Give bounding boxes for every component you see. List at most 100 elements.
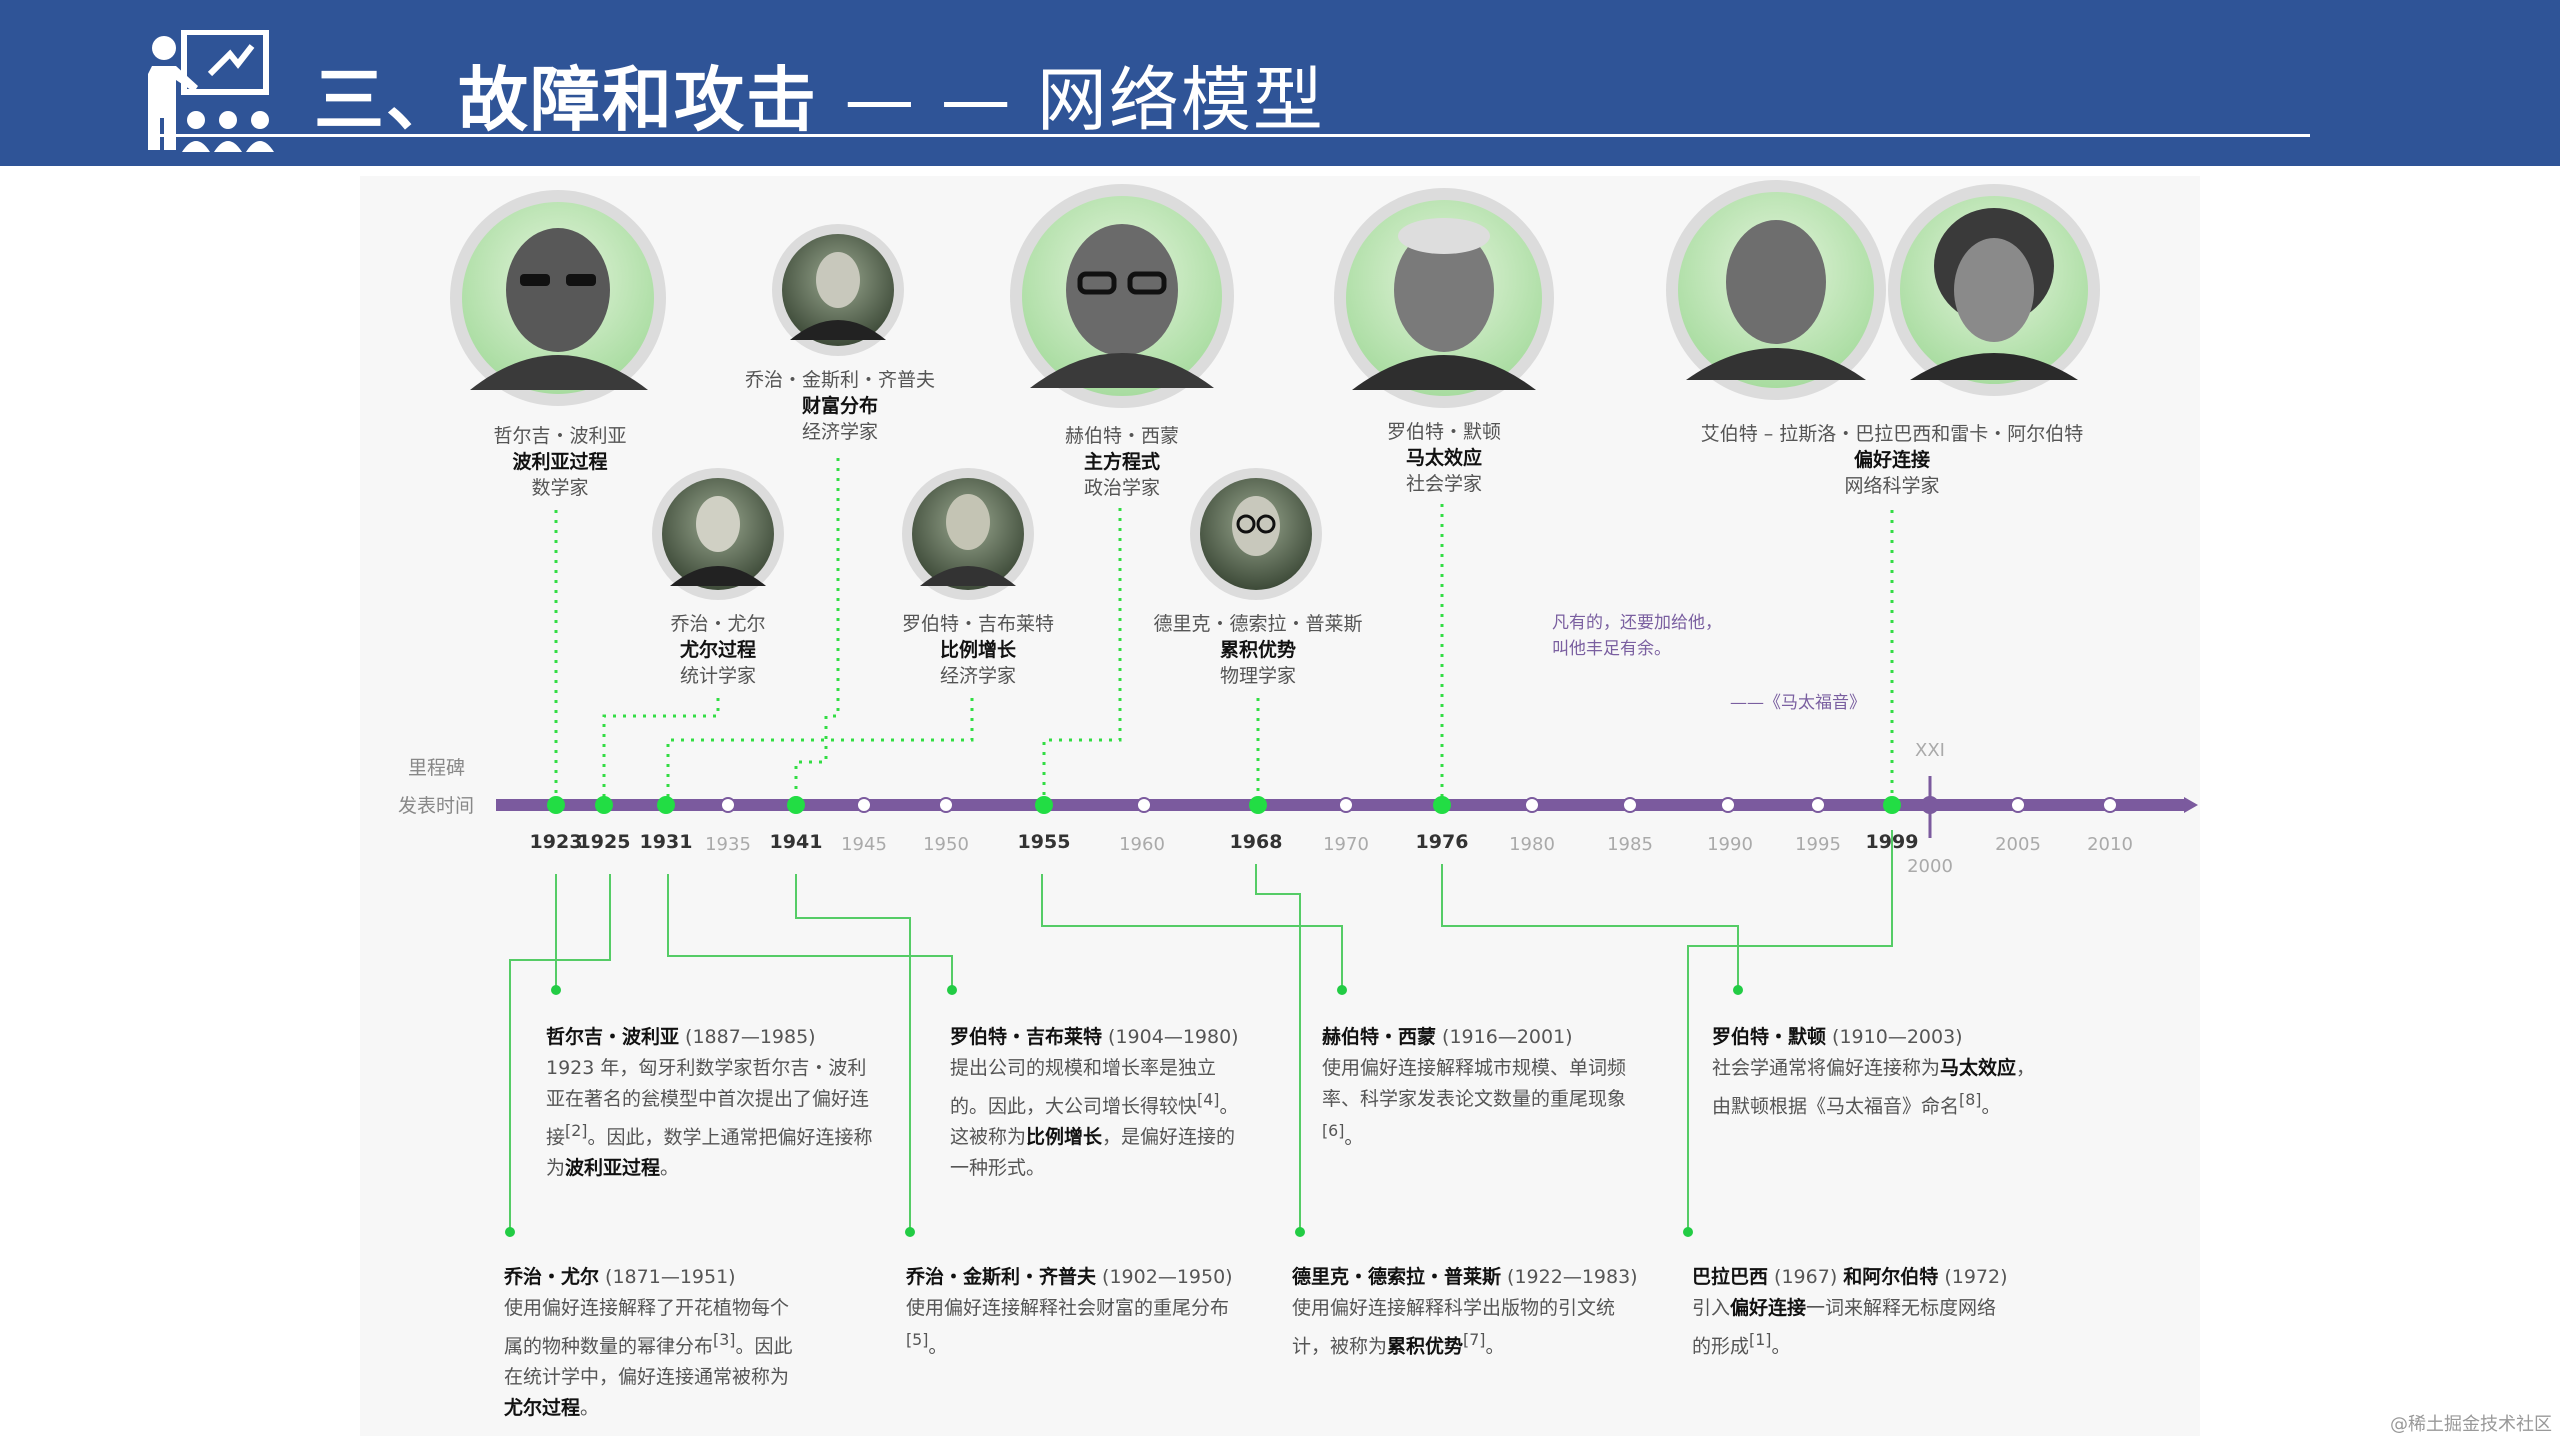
desc-key: 偏好连接	[1730, 1297, 1807, 1319]
desc-zipf: 乔治・金斯利・齐普夫 (1902—1950) 使用偏好连接解释社会财富的重尾分布…	[906, 1262, 1236, 1362]
desc-end: 。	[1981, 1095, 2001, 1118]
desc-end: 。	[1485, 1335, 1505, 1358]
desc-ref: [5]	[906, 1330, 929, 1349]
major-year-dots	[547, 796, 1901, 814]
year-label: 1995	[1795, 834, 1841, 855]
caption-role: 经济学家	[940, 665, 1016, 687]
portrait-yule	[652, 468, 784, 600]
desc-body: 使用偏好连接解释科学出版物的引文统计，被称为	[1292, 1297, 1616, 1358]
caption-title: 财富分布	[802, 394, 878, 417]
desc-ref: [4]	[1197, 1090, 1220, 1109]
caption-title: 马太效应	[1406, 446, 1482, 469]
year-label: 1935	[705, 834, 751, 855]
desc-simon: 赫伯特・西蒙 (1916—2001) 使用偏好连接解释城市规模、单词频率、科学家…	[1322, 1022, 1662, 1153]
desc-body2: 。这被称为	[950, 1095, 1239, 1149]
year-label: 1945	[841, 834, 887, 855]
dot-1923	[547, 796, 565, 814]
portrait-zipf	[772, 224, 904, 356]
year-label: 1941	[770, 831, 823, 853]
lower-connector-merton	[1441, 864, 1739, 990]
desc-body: 提出公司的规模和增长率是独立的。因此，大公司增长得较快	[950, 1057, 1217, 1118]
caption-title: 尤尔过程	[680, 638, 756, 661]
caption-role: 统计学家	[680, 665, 756, 687]
teacher-presentation-icon	[148, 30, 274, 152]
desc-head: 赫伯特・西蒙	[1322, 1026, 1437, 1048]
year-label: 1955	[1018, 831, 1071, 853]
desc-body: 引入	[1692, 1297, 1731, 1319]
caption-name: 赫伯特・西蒙	[1065, 425, 1179, 447]
lower-connector-yule	[509, 874, 611, 1232]
desc-body: 1923 年，匈牙利数学家哲尔吉・波利亚在著名的瓮模型中首次提出了偏好连接	[546, 1057, 870, 1149]
dot-1955	[1035, 796, 1053, 814]
desc-ref: [3]	[713, 1330, 736, 1349]
desc-yule: 乔治・尤尔 (1871—1951) 使用偏好连接解释了开花植物每个属的物种数量的…	[504, 1262, 804, 1424]
caption-barabasi-albert: 艾伯特 – 拉斯洛・巴拉巴西和雷卡・阿尔伯特 偏好连接 网络科学家	[1701, 423, 2084, 497]
dot-1931	[657, 796, 675, 814]
desc-end: 。	[580, 1397, 600, 1420]
caption-role: 物理学家	[1220, 665, 1296, 687]
year-label: 1923	[530, 831, 583, 853]
desc-body: 社会学通常将偏好连接称为	[1712, 1057, 1941, 1079]
caption-role: 社会学家	[1406, 473, 1482, 495]
caption-role: 数学家	[531, 477, 588, 499]
timeline-arrow	[2184, 797, 2198, 813]
desc-head: 罗伯特・吉布莱特	[950, 1026, 1103, 1048]
desc-years: (1902—1950)	[1096, 1266, 1233, 1288]
desc-ref: [7]	[1463, 1330, 1486, 1349]
portrait-polya	[450, 190, 666, 406]
lower-connector-zipf	[795, 874, 911, 1232]
desc-years: (1887—1985)	[679, 1026, 816, 1048]
portrait-barabasi	[1666, 180, 1886, 400]
dot-1990	[1720, 797, 1736, 813]
lower-connector-simon	[1041, 874, 1343, 990]
portrait-simon	[1010, 184, 1234, 408]
page-title-sub: — — 网络模型	[844, 59, 1325, 141]
caption-yule: 乔治・尤尔 尤尔过程 统计学家	[670, 613, 765, 687]
desc-body: 使用偏好连接解释城市规模、单词频率、科学家发表论文数量的重尾现象	[1322, 1057, 1627, 1110]
desc-polya: 哲尔吉・波利亚 (1887—1985) 1923 年，匈牙利数学家哲尔吉・波利亚…	[546, 1022, 876, 1184]
minor-year-dots	[720, 797, 2118, 813]
desc-ref: [6]	[1322, 1121, 1345, 1140]
dot-1925	[595, 796, 613, 814]
desc-body2: 。因此，数学上通常把偏好连接称为	[546, 1126, 873, 1180]
minor-year-labels: 1935 1945 1950 1960 1970 1980 1985 1990 …	[705, 834, 2133, 877]
caption-zipf: 乔治・金斯利・齐普夫 财富分布 经济学家	[745, 369, 935, 443]
page-title: 三、故障和攻击 — — 网络模型	[314, 44, 1325, 145]
year-label: 1931	[640, 831, 693, 853]
dot-1985	[1622, 797, 1638, 813]
header-divider	[160, 134, 2310, 137]
dot-1935	[720, 797, 736, 813]
desc-gibrat: 罗伯特・吉布莱特 (1904—1980) 提出公司的规模和增长率是独立的。因此，…	[950, 1022, 1240, 1184]
desc-head: 德里克・德索拉・普莱斯	[1292, 1266, 1502, 1288]
caption-name: 德里克・德索拉・普莱斯	[1153, 613, 1362, 635]
desc-years: (1871—1951)	[599, 1266, 736, 1288]
dot-1999	[1883, 796, 1901, 814]
header-bar: 三、故障和攻击 — — 网络模型	[0, 0, 2560, 166]
year-label: 1960	[1119, 834, 1165, 855]
year-label: 2000	[1907, 856, 1953, 877]
caption-role: 政治学家	[1084, 477, 1160, 499]
connector-gibrat	[666, 698, 974, 804]
desc-head: 巴拉巴西	[1692, 1266, 1769, 1288]
caption-name: 哲尔吉・波利亚	[493, 425, 626, 447]
portrait-gibrat	[902, 468, 1034, 600]
desc-end: 。	[1771, 1335, 1791, 1358]
desc-end: 。	[1344, 1126, 1364, 1149]
major-year-labels: 1923 1925 1931 1941 1955 1968 1976 1999	[530, 831, 1919, 853]
caption-role: 经济学家	[802, 421, 878, 443]
dot-1945	[856, 797, 872, 813]
quote-source: ——《马太福音》	[1730, 693, 1866, 713]
dot-2010	[2102, 797, 2118, 813]
desc-years-2: (1972)	[1938, 1266, 2008, 1288]
lower-connector-price	[1255, 864, 1301, 1232]
year-label: 1990	[1707, 834, 1753, 855]
desc-ref: [2]	[565, 1121, 588, 1140]
desc-body: 使用偏好连接解释社会财富的重尾分布	[906, 1297, 1230, 1319]
quote-line-2: 叫他丰足有余。	[1552, 639, 1671, 659]
desc-ref: [8]	[1959, 1090, 1982, 1109]
caption-merton: 罗伯特・默顿 马太效应 社会学家	[1387, 421, 1501, 495]
year-label: 2010	[2087, 834, 2133, 855]
lower-connector-gibrat	[667, 874, 953, 990]
desc-ref: [1]	[1749, 1330, 1772, 1349]
